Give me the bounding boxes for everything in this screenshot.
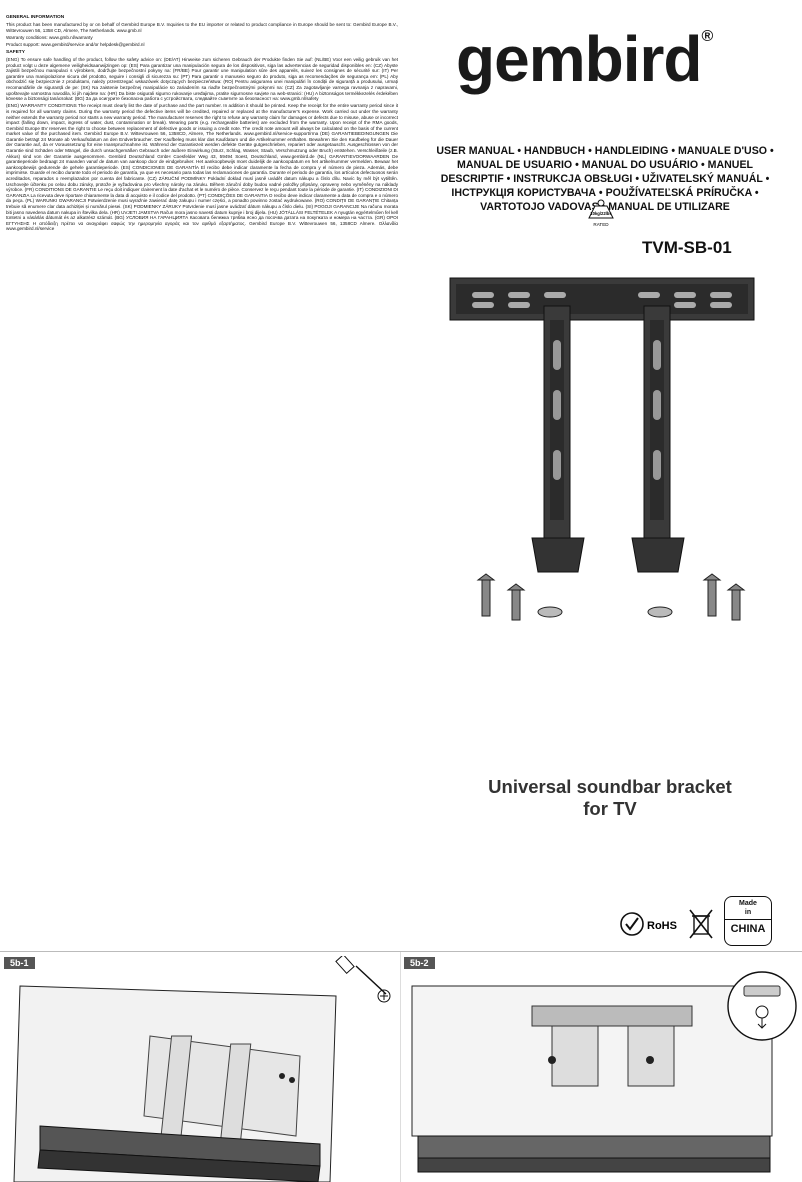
step-5b-2-illustration bbox=[411, 971, 797, 1173]
general-info-line: Product support: www.gembird/service and… bbox=[6, 41, 145, 47]
made-in-top: Made bbox=[739, 900, 757, 907]
product-title-line: Universal soundbar bracket bbox=[488, 776, 732, 797]
general-info-heading: GENERAL INFORMATION bbox=[6, 15, 65, 20]
made-in-mid: in bbox=[744, 909, 752, 916]
rohs-label: RoHS bbox=[647, 920, 677, 932]
compliance-marks: RoHS bbox=[620, 909, 713, 939]
general-info-line: This product has been manufactured by or… bbox=[6, 22, 398, 33]
weee-bin-icon bbox=[689, 909, 713, 939]
rohs-icon: RoHS bbox=[620, 912, 677, 936]
step-label-5b-2: 5b-2 bbox=[404, 957, 435, 969]
product-title-line: for TV bbox=[583, 798, 637, 819]
section-divider bbox=[0, 951, 802, 952]
zoom-detail-icon bbox=[727, 971, 797, 1041]
weight-value: 10kg/22lbs bbox=[590, 211, 612, 216]
made-in-country: CHINA bbox=[725, 919, 771, 936]
model-number: TVM-SB-01 bbox=[642, 238, 732, 257]
logo-word: gembird bbox=[456, 23, 702, 95]
bracket-illustration bbox=[449, 277, 755, 621]
legal-text-column: GENERAL INFORMATION This product has bee… bbox=[6, 14, 398, 846]
manual-title-line: USER MANUAL • HANDBUCH • HANDLEIDING • M… bbox=[436, 145, 774, 157]
product-title: Universal soundbar bracket for TV bbox=[480, 776, 740, 820]
weight-label: RATED bbox=[593, 222, 609, 227]
safety-heading: SAFETY bbox=[6, 49, 25, 55]
made-in-china-badge: Made in CHINA bbox=[724, 896, 772, 946]
step-5b-1-illustration bbox=[13, 956, 391, 1182]
column-separator bbox=[400, 952, 401, 1182]
manual-title-line: ІНСТРУКЦІЯ КОРИСТУВАЧА • POUŽÍVATEĽSKÁ P… bbox=[451, 187, 759, 199]
registered-mark: ® bbox=[701, 28, 713, 45]
manual-title-line: DESCRIPTIF • INSTRUKCJA OBSŁUGI • UŽIVAT… bbox=[440, 173, 770, 185]
warranty-text: (ENG) WARRANTY CONDITIONS The receipt mu… bbox=[6, 103, 398, 232]
step-label-5b-1: 5b-1 bbox=[4, 957, 35, 969]
gembird-logo: gembird® bbox=[456, 22, 713, 96]
screwdriver-icon bbox=[335, 956, 387, 995]
safety-text: (ENG) To ensure safe handling of the pro… bbox=[6, 57, 398, 102]
general-info-line: Warranty conditions: www.gmb.nl/warranty bbox=[6, 34, 93, 40]
phillips-head-icon bbox=[377, 989, 391, 1003]
manual-title-line: MANUAL DE USUARIO • MANUAL DO USUÁRIO • … bbox=[457, 159, 753, 171]
weight-rating-icon: 10kg/22lbs RATED bbox=[588, 199, 614, 227]
manual-titles: USER MANUAL • HANDBUCH • HANDLEIDING • M… bbox=[410, 144, 800, 214]
